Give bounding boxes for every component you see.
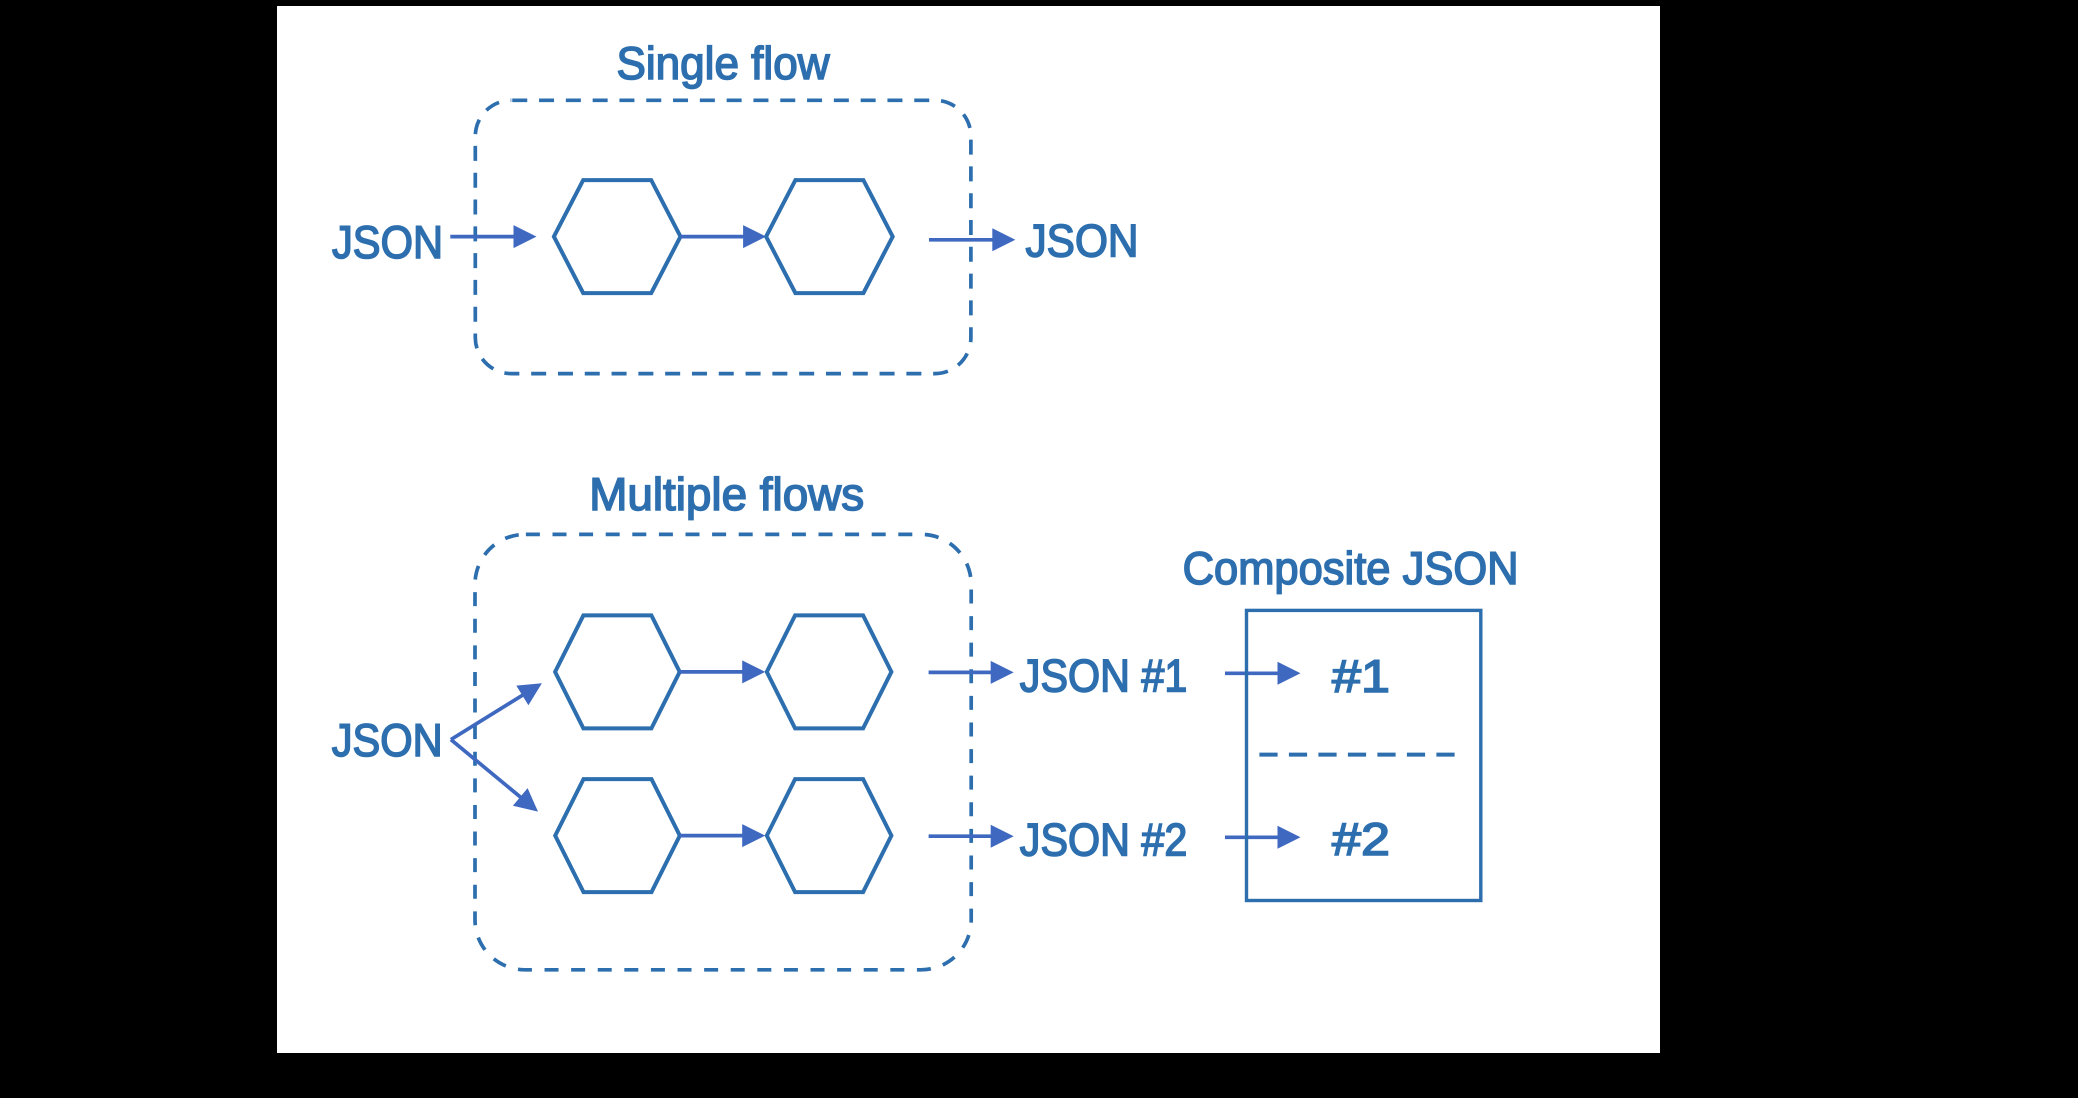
svg-text:Multiple flows: Multiple flows	[589, 468, 864, 520]
svg-text:JSON #2: JSON #2	[1020, 813, 1188, 865]
svg-text:JSON #1: JSON #1	[1020, 650, 1188, 702]
svg-text:JSON: JSON	[332, 714, 443, 766]
svg-text:JSON: JSON	[1026, 215, 1139, 267]
svg-text:#1: #1	[1332, 650, 1390, 702]
svg-text:#2: #2	[1332, 813, 1390, 865]
svg-text:Composite JSON: Composite JSON	[1183, 542, 1519, 594]
svg-text:JSON: JSON	[332, 216, 443, 268]
svg-text:Single flow: Single flow	[617, 37, 831, 89]
